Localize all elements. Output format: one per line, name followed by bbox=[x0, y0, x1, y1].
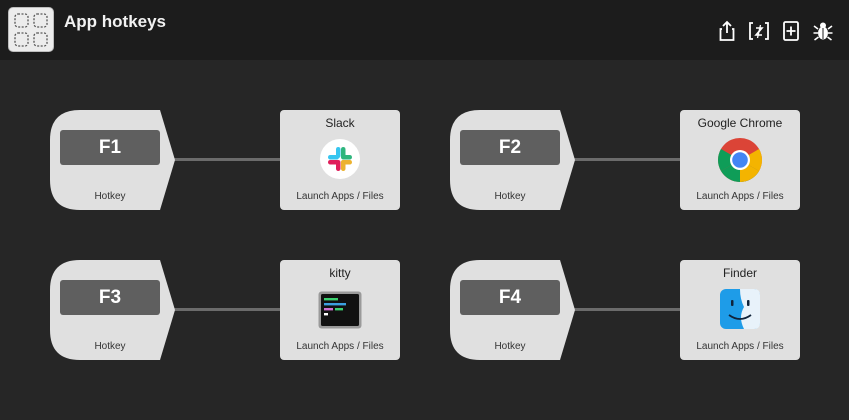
hotkey-key: F2 bbox=[460, 130, 560, 165]
action-node-slack[interactable]: Slack Launch Apps / Files bbox=[280, 110, 400, 210]
action-title: kitty bbox=[329, 266, 351, 280]
kitty-icon bbox=[318, 291, 362, 329]
bug-icon bbox=[813, 22, 833, 41]
action-title: Google Chrome bbox=[697, 116, 783, 130]
hotkey-trigger-node[interactable]: F3 Hotkey bbox=[50, 260, 176, 360]
action-node-chrome[interactable]: Google Chrome Launch Apps / Files bbox=[680, 110, 800, 210]
action-type-label: Launch Apps / Files bbox=[696, 341, 784, 352]
variable-icon bbox=[749, 22, 769, 40]
hotkey-key: F1 bbox=[60, 130, 160, 165]
action-title: Slack bbox=[325, 116, 355, 130]
action-type-label: Launch Apps / Files bbox=[296, 191, 384, 202]
title-bar: App hotkeys bbox=[0, 0, 849, 60]
trigger-type-label: Hotkey bbox=[494, 191, 526, 202]
share-icon bbox=[719, 20, 735, 41]
debug-button[interactable] bbox=[811, 18, 835, 44]
trigger-type-label: Hotkey bbox=[94, 341, 126, 352]
connector-line bbox=[174, 308, 282, 311]
hotkey-trigger-node[interactable]: F1 Hotkey bbox=[50, 110, 176, 210]
app-grid-icon[interactable] bbox=[8, 7, 54, 52]
add-document-icon bbox=[783, 21, 799, 41]
chrome-icon bbox=[717, 137, 763, 183]
hotkey-trigger-node[interactable]: F2 Hotkey bbox=[450, 110, 576, 210]
connector-line bbox=[174, 158, 282, 161]
connector-line bbox=[574, 308, 682, 311]
finder-icon bbox=[720, 289, 760, 329]
add-document-button[interactable] bbox=[779, 18, 803, 44]
macro-canvas: F1 Hotkey Slack Launch Apps / Files F2 H… bbox=[0, 60, 849, 420]
hotkey-trigger-node[interactable]: F4 Hotkey bbox=[450, 260, 576, 360]
action-node-kitty[interactable]: kitty Launch Apps / Files bbox=[280, 260, 400, 360]
slack-icon bbox=[320, 139, 360, 179]
window-title: App hotkeys bbox=[64, 12, 167, 31]
trigger-type-label: Hotkey bbox=[94, 191, 126, 202]
hotkey-key: F3 bbox=[60, 280, 160, 315]
action-node-finder[interactable]: Finder Launch Apps / Files bbox=[680, 260, 800, 360]
action-title: Finder bbox=[722, 266, 757, 280]
trigger-type-label: Hotkey bbox=[494, 341, 526, 352]
action-type-label: Launch Apps / Files bbox=[696, 191, 784, 202]
action-type-label: Launch Apps / Files bbox=[296, 341, 384, 352]
hotkey-key: F4 bbox=[460, 280, 560, 315]
share-button[interactable] bbox=[715, 18, 739, 44]
variable-button[interactable] bbox=[747, 18, 771, 44]
connector-line bbox=[574, 158, 682, 161]
